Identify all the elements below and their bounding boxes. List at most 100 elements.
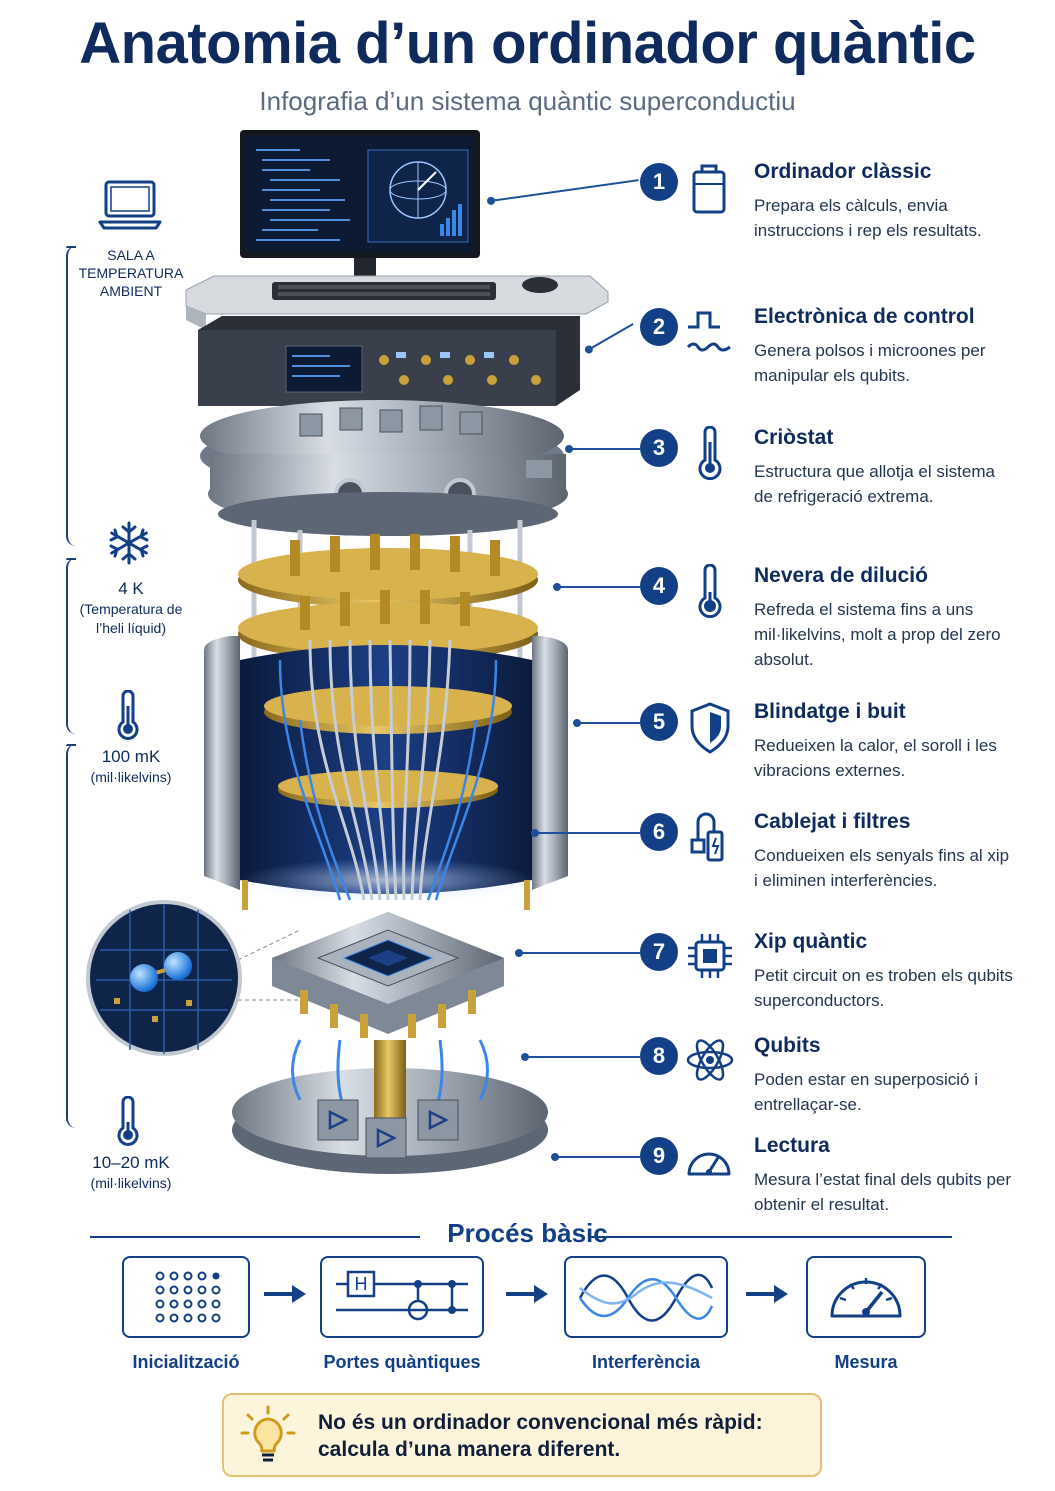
zone-100mk-temp: 100 mK [101, 747, 161, 766]
process-title: Procés bàsic [447, 1218, 608, 1248]
component-6: 6 Cablejat i filtres Condueixen els seny… [531, 810, 1040, 910]
note-text: No és un ordinador convencional més ràpi… [318, 1411, 763, 1461]
component-title: Xip quàntic [754, 930, 868, 953]
wiring-bundle-blue [278, 659, 498, 901]
wave-interference-icon [578, 1273, 714, 1322]
desk [185, 275, 609, 330]
step-label: Inicialització [132, 1352, 240, 1372]
leader-line [565, 445, 640, 453]
zone-room: SALA A TEMPERATURA AMBIENT [66, 246, 196, 300]
thermometer-icon [698, 426, 722, 481]
page-subtitle: Infografia d’un sistema quàntic supercon… [259, 86, 796, 116]
component-title: Cablejat i filtres [754, 810, 911, 833]
shield-icon [690, 702, 730, 754]
process-step-gates: H Portes quàntiques [320, 1256, 484, 1373]
leader-line [531, 829, 640, 837]
component-number: 5 [640, 703, 678, 741]
atom-icon [686, 1039, 734, 1081]
leader-line [553, 583, 640, 591]
zone-bracket-4k [66, 558, 78, 734]
component-title: Qubits [754, 1034, 821, 1057]
dot-grid-icon [155, 1271, 221, 1323]
wiring-bundle [308, 639, 452, 901]
zone-10-20mk-desc: (mil·likelvins) [90, 1175, 172, 1191]
component-title: Criòstat [754, 426, 834, 449]
component-7: 7 Xip quàntic Petit circuit on es troben… [515, 930, 1040, 1030]
snowflake-icon [109, 521, 149, 565]
component-number: 6 [640, 813, 678, 851]
arrow-right-icon [746, 1285, 788, 1303]
component-number: 1 [640, 163, 678, 201]
component-1: 1 Ordinador clàssic Prepara els càlculs,… [489, 160, 1040, 260]
step-label: Portes quàntiques [323, 1352, 481, 1372]
quantum-computer-illustration [86, 130, 609, 1174]
zone-bracket-mk [66, 744, 78, 1128]
arrow-right-icon [506, 1285, 548, 1303]
process-step-initialization: Inicialització [104, 1256, 268, 1373]
zone-4k: 4 K (Temperatura de l’heli líquid) [66, 578, 196, 638]
step-label: Mesura [834, 1352, 898, 1372]
component-number: 7 [640, 933, 678, 971]
dilution-refrigerator [238, 520, 538, 700]
component-desc: Redueixen la calor, el soroll i les vibr… [754, 736, 997, 780]
step-box: H [320, 1256, 484, 1338]
computer-tower-icon [692, 164, 726, 214]
component-desc: Genera polsos i microones per manipular … [754, 341, 986, 385]
component-8: 8 Qubits Poden estar en superposició i e… [521, 1034, 1040, 1134]
component-title: Lectura [754, 1134, 830, 1157]
arrow-right-icon [264, 1285, 306, 1303]
zone-10-20mk-temp: 10–20 mK [92, 1153, 170, 1172]
zone-10-20mk: 10–20 mK (mil·likelvins) [66, 1152, 196, 1193]
page-title: Anatomia d’un ordinador quàntic [79, 11, 976, 76]
step-label: Interferència [591, 1352, 701, 1372]
zone-100mk-desc: (mil·likelvins) [90, 769, 172, 785]
component-desc: Estructura que allotja el sistema de ref… [754, 462, 995, 506]
leader-line [573, 719, 640, 727]
cryostat-top-plates [200, 400, 568, 536]
component-title: Nevera de dilució [754, 564, 928, 587]
component-5: 5 Blindatge i buit Redueixen la calor, e… [573, 700, 1040, 800]
step-box [564, 1256, 728, 1338]
gauge-icon [830, 1278, 902, 1318]
component-desc: Mesura l’estat final dels qubits per obt… [754, 1170, 1012, 1214]
component-desc: Prepara els càlculs, envia instruccions … [754, 196, 982, 240]
zone-4k-temp: 4 K [118, 579, 144, 598]
process-step-interference: Interferència [564, 1256, 728, 1373]
component-number: 3 [640, 429, 678, 467]
thermometer-icon [117, 690, 139, 740]
component-3: 3 Criòstat Estructura que allotja el sis… [565, 426, 1040, 526]
component-number: 9 [640, 1137, 678, 1175]
leader-line [551, 1153, 640, 1161]
component-4: 4 Nevera de dilució Refreda el sistema f… [553, 564, 1040, 669]
thermometer-icon [698, 564, 722, 619]
process-rule-right [590, 1236, 952, 1238]
monitor [240, 130, 480, 282]
step-box [122, 1256, 250, 1338]
laptop-icon [98, 180, 162, 230]
component-title: Electrònica de control [754, 305, 975, 328]
component-desc: Petit circuit on es troben els qubits su… [754, 966, 1013, 1010]
step-box [806, 1256, 926, 1338]
chip-stage [272, 912, 504, 1038]
component-title: Ordinador clàssic [754, 160, 932, 183]
qubit-magnifier [86, 900, 301, 1056]
chip-icon [688, 934, 732, 978]
quantum-circuit-icon: H [336, 1270, 468, 1321]
gauge-icon [687, 1152, 731, 1176]
zone-bracket-room [66, 246, 78, 546]
component-desc: Refreda el sistema fins a uns mil·likelv… [754, 600, 1001, 669]
process-rule-left [90, 1236, 420, 1238]
component-number: 4 [640, 567, 678, 605]
component-title: Blindatge i buit [754, 700, 906, 723]
component-desc: Condueixen els senyals fins al xip i eli… [754, 846, 1010, 890]
component-desc: Poden estar en superposició i entrellaça… [754, 1070, 978, 1114]
component-9: 9 Lectura Mesura l’estat final dels qubi… [551, 1134, 1040, 1234]
zone-100mk: 100 mK (mil·likelvins) [66, 746, 196, 787]
cable-icon [690, 812, 724, 862]
component-number: 2 [640, 308, 678, 346]
zone-room-name: SALA A TEMPERATURA AMBIENT [78, 247, 184, 299]
gate-label: H [355, 1274, 368, 1294]
leader-line [515, 949, 640, 957]
zone-4k-desc: (Temperatura de l’heli líquid) [79, 601, 183, 636]
key-insight-note: No és un ordinador convencional més ràpi… [222, 1393, 822, 1477]
